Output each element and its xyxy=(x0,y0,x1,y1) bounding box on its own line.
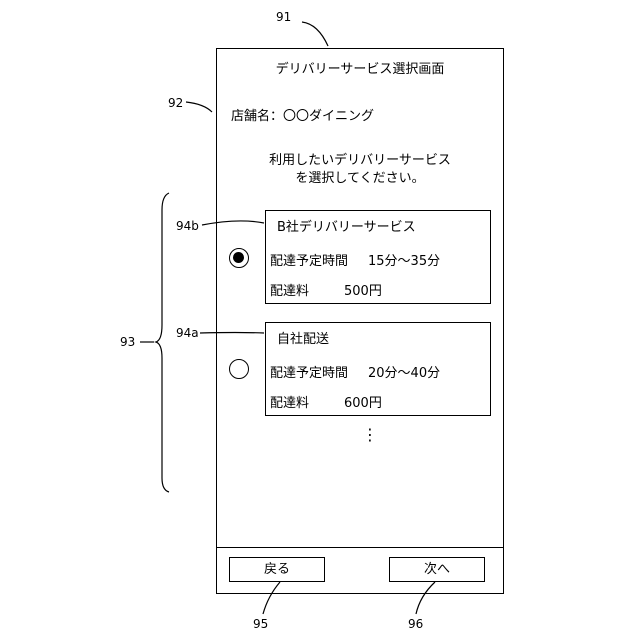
delivery-fee-value: 500円 xyxy=(344,280,382,299)
delivery-fee-label: 配達料 xyxy=(270,280,309,299)
radio-option-a[interactable] xyxy=(229,359,249,379)
ref-numeral-91: 91 xyxy=(276,10,291,24)
store-name-label: 店舗名：〇〇ダイニング xyxy=(231,105,374,124)
back-button[interactable]: 戻る xyxy=(229,557,325,582)
instruction-line-1: 利用したいデリバリーサービス xyxy=(217,152,503,170)
delivery-fee-value: 600円 xyxy=(344,392,382,411)
delivery-fee-row: 配達料 500円 xyxy=(270,280,309,299)
vertical-ellipsis-icon: ⋮ xyxy=(362,431,368,438)
delivery-fee-row: 配達料 600円 xyxy=(270,392,309,411)
screen-title: デリバリーサービス選択画面 xyxy=(217,58,503,77)
ref-numeral-94b: 94b xyxy=(176,219,199,233)
delivery-selection-screen: デリバリーサービス選択画面 店舗名：〇〇ダイニング 利用したいデリバリーサービス… xyxy=(216,48,504,594)
instruction-line-2: を選択してください。 xyxy=(217,170,503,188)
delivery-time-label: 配達予定時間 xyxy=(270,362,348,381)
delivery-time-row: 配達予定時間 15分～35分 xyxy=(270,250,348,269)
ref-numeral-92: 92 xyxy=(168,96,183,110)
ref-numeral-95: 95 xyxy=(253,617,268,631)
delivery-fee-label: 配達料 xyxy=(270,392,309,411)
ref-numeral-94a: 94a xyxy=(176,326,199,340)
more-options-indicator: ⋮ xyxy=(362,431,368,438)
radio-option-b[interactable] xyxy=(229,248,249,268)
ref-numeral-93: 93 xyxy=(120,335,135,349)
ref-numeral-96: 96 xyxy=(408,617,423,631)
delivery-time-row: 配達予定時間 20分～40分 xyxy=(270,362,348,381)
footer-bar: 戻る 次へ xyxy=(217,547,503,593)
delivery-time-label: 配達予定時間 xyxy=(270,250,348,269)
delivery-time-value: 20分～40分 xyxy=(368,362,440,381)
option-name: B社デリバリーサービス xyxy=(277,216,416,235)
delivery-time-value: 15分～35分 xyxy=(368,250,440,269)
selection-instruction: 利用したいデリバリーサービス を選択してください。 xyxy=(217,152,503,188)
delivery-option-card-a[interactable]: 自社配送 配達予定時間 20分～40分 配達料 600円 xyxy=(265,322,491,416)
delivery-option-card-b[interactable]: B社デリバリーサービス 配達予定時間 15分～35分 配達料 500円 xyxy=(265,210,491,304)
next-button[interactable]: 次へ xyxy=(389,557,485,582)
radio-selected-dot xyxy=(233,252,244,263)
option-name: 自社配送 xyxy=(277,328,329,347)
